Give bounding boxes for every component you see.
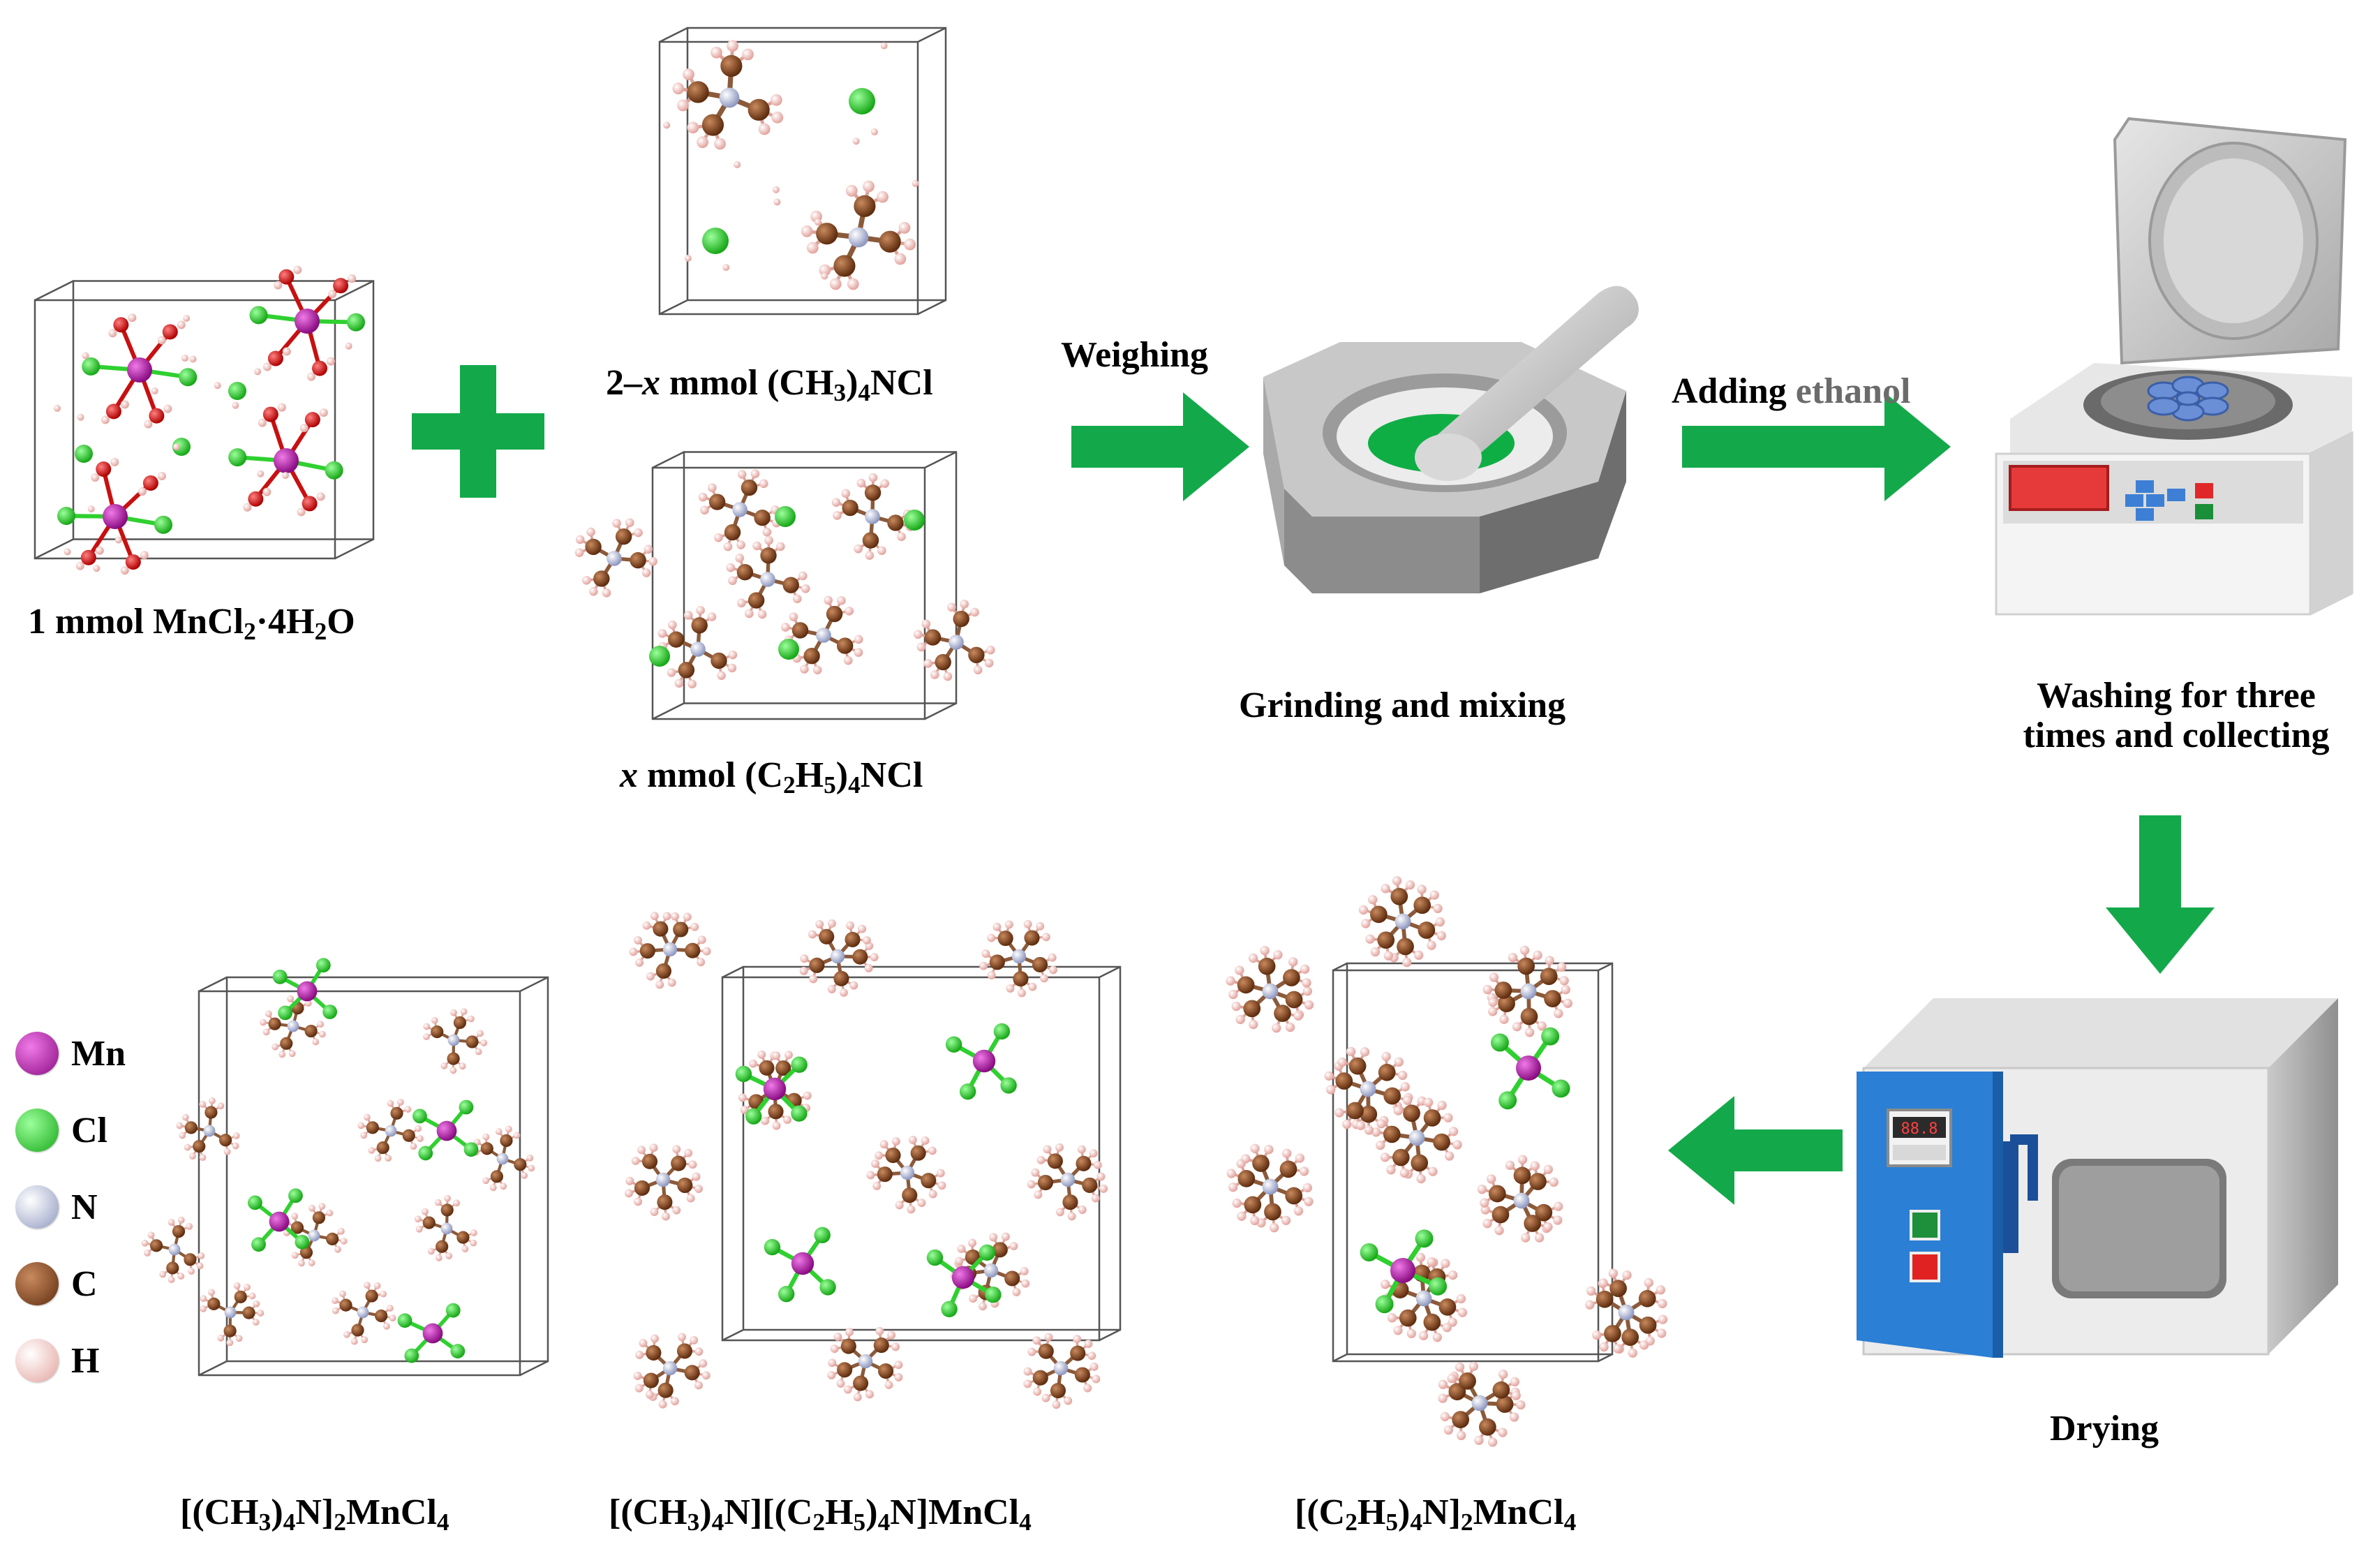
reactant-label-mncl2: 1 mmol MnCl2·4H2O	[28, 602, 355, 645]
drying-oven-icon: 88.8	[1857, 998, 2338, 1358]
legend-item-n: N	[15, 1185, 98, 1229]
reactant-label-tea: x mmol (C2H5)4NCl	[620, 755, 923, 799]
mn-atom-icon	[15, 1032, 59, 1075]
step-grinding-label: Grinding and mixing	[1239, 686, 1566, 725]
adding-ethanol-arrow	[1682, 392, 1951, 501]
c-atom-icon	[15, 1262, 59, 1305]
drying-to-product-arrow	[1668, 1096, 1843, 1205]
structure-product-tma2-mncl4	[141, 958, 549, 1377]
legend-item-h: H	[15, 1339, 99, 1382]
step-adding-ethanol-label: Adding ethanol	[1672, 371, 1911, 411]
weighing-arrow	[1071, 392, 1249, 501]
product-label-tma2: [(CH3)4N]2MnCl4	[180, 1492, 449, 1536]
structure-mncl2-4h2o	[34, 265, 375, 575]
structure-product-tea2-mncl4	[1226, 876, 1668, 1447]
cl-atom-icon	[15, 1109, 59, 1152]
structure-tea-cl	[574, 451, 995, 720]
legend-item-c: C	[15, 1262, 98, 1305]
product-label-mixed: [(CH3)4N][(C2H5)4N]MnCl4	[609, 1492, 1032, 1536]
mortar-pestle-icon	[1263, 286, 1639, 593]
plus-sign-icon-vertical	[460, 365, 496, 498]
product-label-tea2: [(C2H5)4N]2MnCl4	[1295, 1492, 1577, 1536]
step-drying-label: Drying	[2050, 1409, 2159, 1448]
washing-to-drying-arrow	[2106, 815, 2215, 974]
n-atom-icon	[15, 1185, 59, 1229]
legend-item-cl: Cl	[15, 1109, 107, 1152]
process-arrows	[412, 365, 2215, 1205]
legend-item-mn: Mn	[15, 1032, 126, 1075]
h-atom-icon	[15, 1339, 59, 1382]
step-washing-label: Washing for three times and collecting	[2023, 676, 2330, 756]
centrifuge-icon	[1995, 117, 2353, 616]
reactant-label-tma: 2–x mmol (CH3)4NCl	[606, 363, 933, 406]
step-weighing-label: Weighing	[1061, 335, 1208, 375]
crystal-structures	[34, 27, 1668, 1447]
oven-display: 88.8	[1901, 1120, 1938, 1138]
structure-tma-cl	[658, 27, 947, 316]
structure-product-mixed	[625, 912, 1122, 1409]
